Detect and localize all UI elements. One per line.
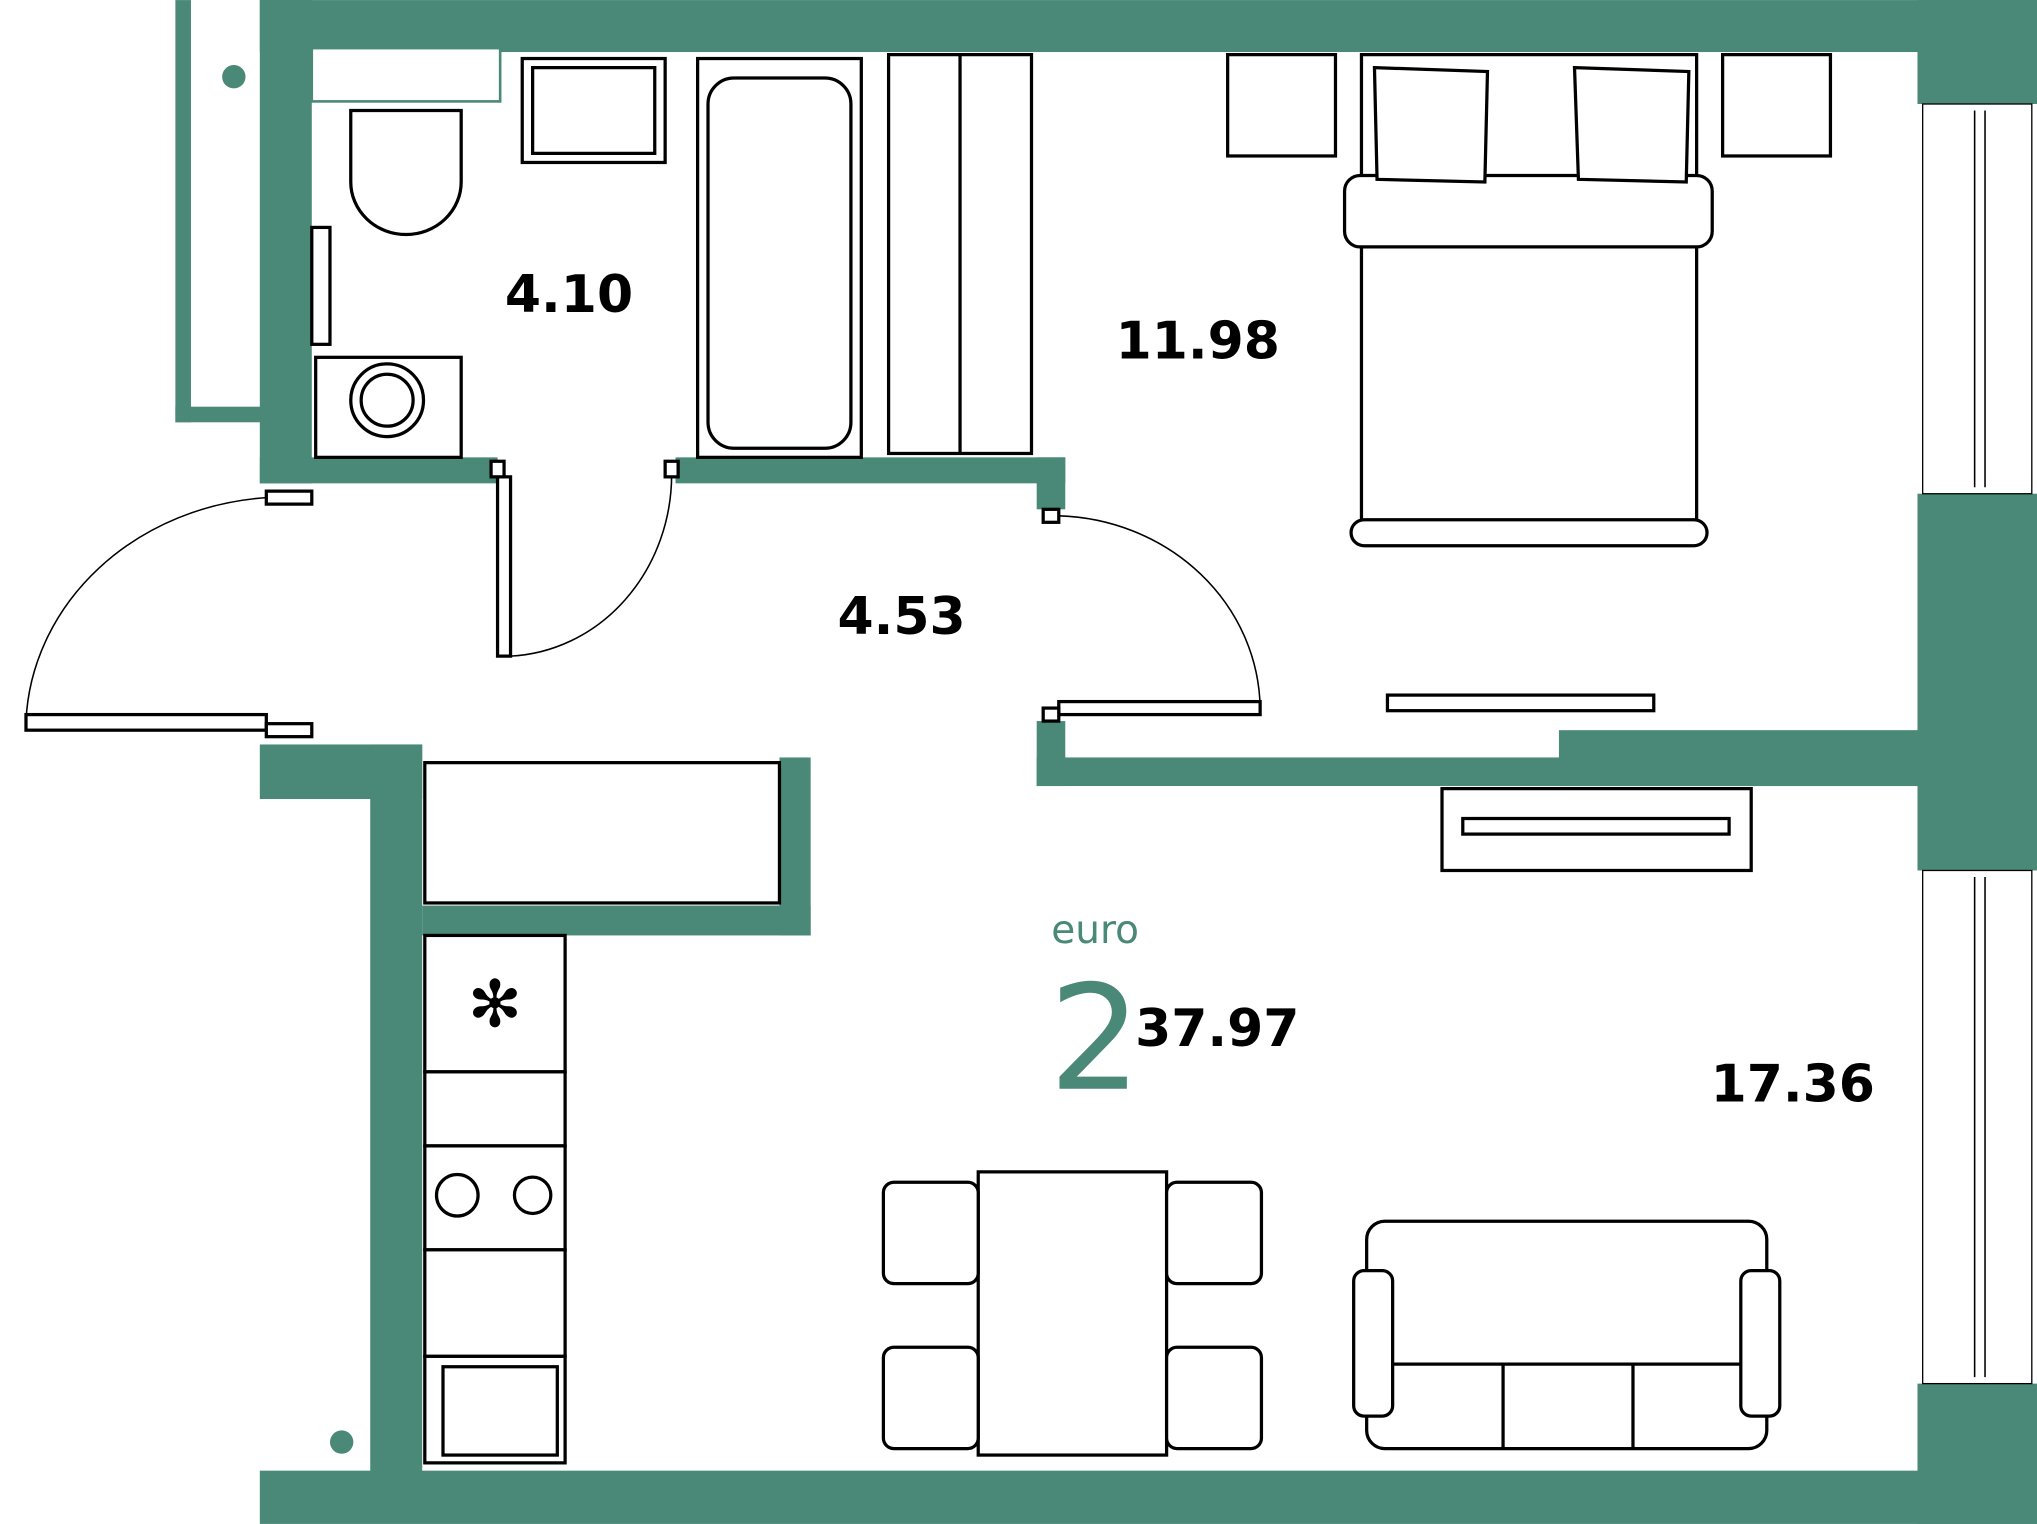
rooms-count: 2 [1049, 955, 1142, 1124]
apartment-type-label: euro [1051, 908, 1139, 953]
bathroom-fixtures [310, 53, 1034, 459]
tv-stand [1385, 693, 1656, 713]
room-area-living: 17.36 [1711, 1055, 1875, 1115]
dining-table [976, 1170, 1169, 1457]
stove [423, 1144, 567, 1252]
sink [423, 1248, 567, 1358]
sofa [1365, 1219, 1769, 1451]
windows [1922, 103, 2033, 1385]
room-area-bathroom: 4.10 [505, 265, 633, 325]
fridge [423, 933, 567, 1074]
kitchen: ✻ [423, 761, 782, 1465]
toilet [349, 108, 463, 237]
total-area: 37.97 [1135, 999, 1299, 1059]
room-area-bedroom: 11.98 [1116, 312, 1280, 372]
doors [24, 459, 1262, 739]
marker-dot [329, 1430, 354, 1454]
walls [175, 0, 2037, 1524]
room-area-hallway: 4.53 [837, 587, 965, 647]
bathtub [695, 56, 863, 459]
marker-dot [222, 65, 246, 89]
dining-and-sofa [881, 1170, 1782, 1457]
nightstand [1720, 53, 1833, 158]
bedroom-furniture [1226, 53, 1833, 873]
nightstand [1226, 53, 1338, 158]
radiator [423, 761, 782, 905]
sink [520, 56, 667, 165]
svg-text:✻: ✻ [468, 967, 522, 1042]
washing-machine [314, 355, 463, 459]
